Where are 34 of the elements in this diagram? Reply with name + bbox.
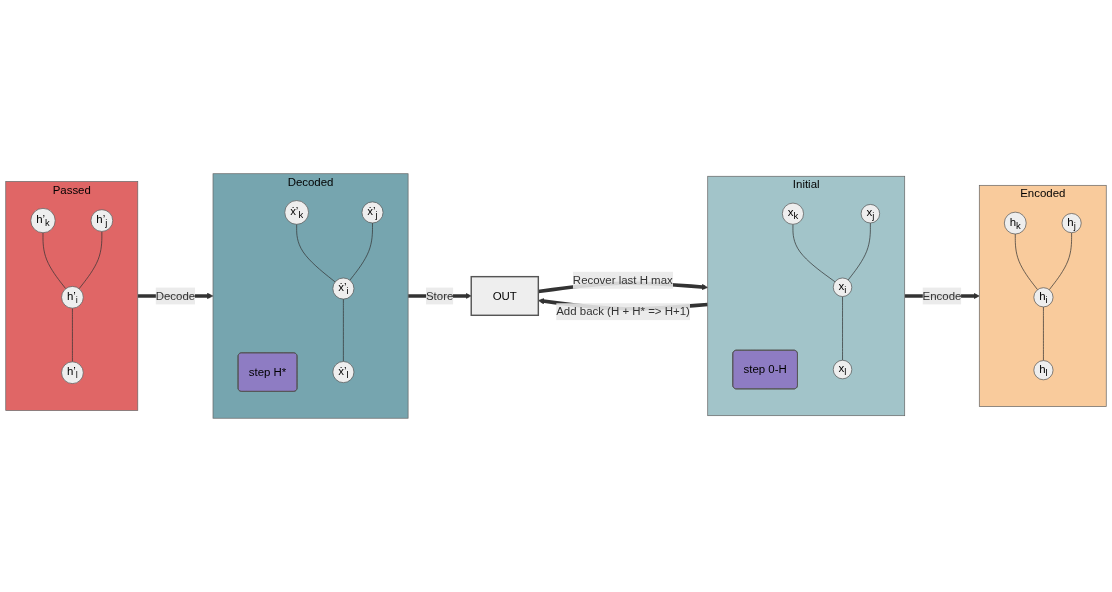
node-circle: ẋ’$_{k}$ [284, 200, 309, 225]
node-circle: ẋ’$_{l}$ [332, 361, 355, 384]
connector [349, 222, 373, 281]
connector [42, 232, 67, 290]
node-circle: h’$_{l}$ [61, 361, 84, 384]
edge-label: Add back (H + H* => H+1) [556, 305, 690, 318]
connector [296, 224, 336, 283]
connector [792, 224, 836, 283]
connector [72, 307, 73, 363]
connector [847, 222, 871, 281]
node-circle: h’$_{k}$ [30, 208, 56, 234]
node-circle: h$_{l}$ [1033, 360, 1054, 381]
connector [1043, 306, 1044, 361]
node-circle: h’$_{i}$ [61, 286, 84, 309]
edge-label: Decode [155, 289, 196, 302]
connector [1014, 233, 1038, 291]
node-circle: ẋ’$_{i}$ [332, 277, 355, 300]
connector [78, 231, 103, 290]
node-circle: h’$_{j}$ [90, 209, 114, 232]
node-circle: x$_{l}$ [832, 359, 853, 380]
node-circle: ẋ’$_{j}$ [361, 201, 384, 224]
node-circle: x$_{k}$ [782, 202, 804, 225]
node-box: OUT [470, 275, 540, 317]
node-circle: h$_{i}$ [1033, 287, 1054, 308]
node-circle: x$_{i}$ [832, 277, 853, 297]
edge-label: Encode [922, 289, 962, 302]
edge-label: Store [425, 289, 454, 302]
connector [842, 296, 843, 361]
connector [343, 298, 344, 362]
node-circle: h$_{k}$ [1004, 211, 1027, 235]
connector [1048, 232, 1072, 291]
node-circle: h$_{j}$ [1061, 213, 1082, 234]
edge-label: Recover last H max [572, 273, 673, 287]
node-circle: x$_{j}$ [860, 204, 880, 224]
